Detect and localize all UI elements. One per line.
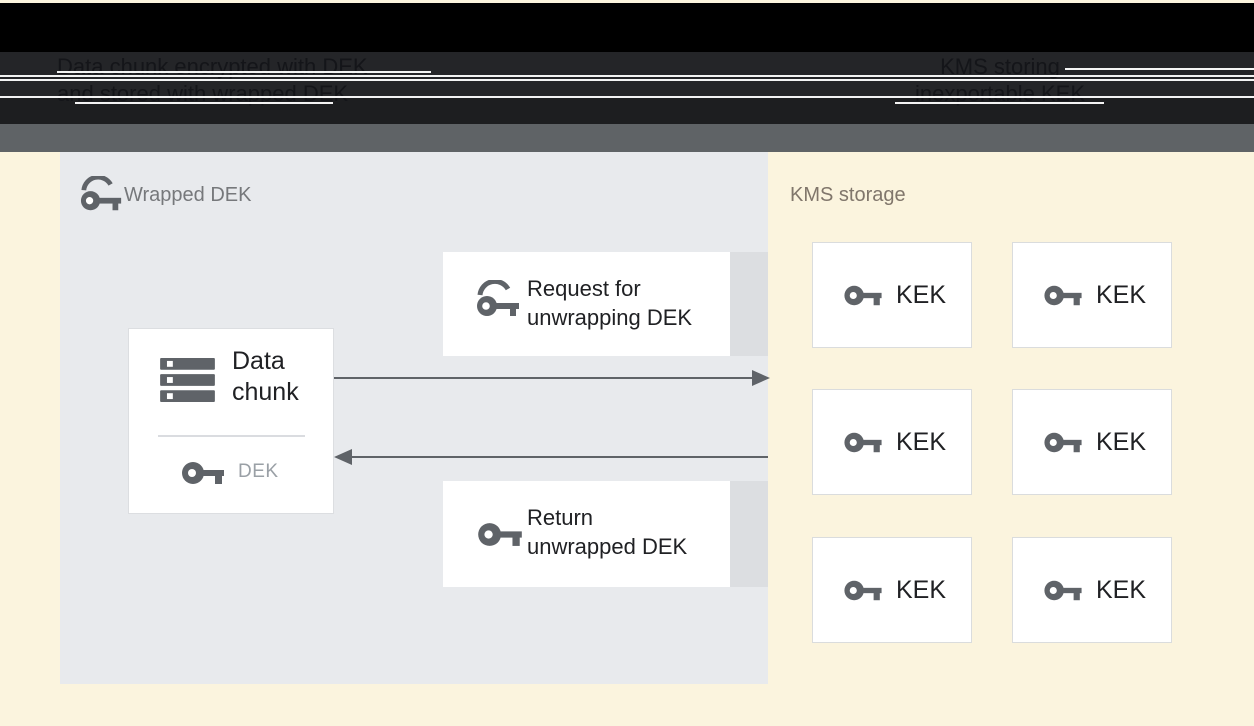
return-arrow-line bbox=[350, 456, 768, 458]
wrapped-dek-title: Wrapped DEK bbox=[124, 184, 252, 206]
divider-line bbox=[0, 75, 1254, 77]
divider-line bbox=[57, 71, 431, 73]
key-icon bbox=[844, 432, 882, 452]
box-shadow-strip bbox=[730, 481, 768, 587]
wrapped-key-icon bbox=[476, 280, 522, 318]
kek-label: KEK bbox=[896, 575, 947, 604]
divider-line bbox=[1065, 68, 1254, 70]
return-arrow-head bbox=[334, 449, 352, 465]
key-icon bbox=[844, 580, 882, 600]
key-icon bbox=[1044, 432, 1082, 452]
key-icon bbox=[182, 462, 224, 484]
header-gray-bar bbox=[0, 124, 1254, 152]
kek-box: KEK bbox=[812, 537, 972, 643]
divider-line bbox=[158, 435, 305, 437]
label-line: Request for bbox=[527, 276, 641, 301]
request-arrow-line bbox=[334, 377, 756, 379]
wrapped-key-icon bbox=[80, 176, 124, 212]
caption-line: and stored with wrapped DEK bbox=[57, 81, 349, 106]
label-line: chunk bbox=[232, 378, 299, 406]
label-line: Return bbox=[527, 505, 594, 530]
key-icon bbox=[478, 523, 522, 546]
key-icon bbox=[844, 285, 882, 305]
kek-label: KEK bbox=[896, 427, 947, 456]
kek-box: KEK bbox=[812, 389, 972, 495]
box-shadow-strip bbox=[730, 252, 768, 356]
server-stack-icon bbox=[160, 358, 215, 402]
request-arrow-head bbox=[752, 370, 770, 386]
label-line: unwrapping DEK bbox=[527, 305, 693, 330]
divider-line bbox=[895, 102, 1104, 104]
return-unwrapped-box: Return unwrapped DEK bbox=[443, 481, 730, 587]
kek-label: KEK bbox=[1096, 280, 1147, 309]
key-icon bbox=[1044, 285, 1082, 305]
caption-wrapped-dek: Data chunk encrypted with DEK and stored… bbox=[57, 53, 368, 107]
kek-box: KEK bbox=[1012, 537, 1172, 643]
kek-box: KEK bbox=[1012, 389, 1172, 495]
kek-box: KEK bbox=[812, 242, 972, 348]
caption-kms: KMS storing inexportable KEK bbox=[880, 53, 1120, 107]
request-unwrap-box: Request for unwrapping DEK bbox=[443, 252, 730, 356]
divider-line bbox=[0, 79, 1254, 81]
key-icon bbox=[1044, 580, 1082, 600]
kek-box: KEK bbox=[1012, 242, 1172, 348]
header-darker-band bbox=[0, 96, 1254, 124]
kms-storage-title: KMS storage bbox=[790, 184, 906, 206]
request-label: Request for unwrapping DEK bbox=[527, 274, 692, 332]
caption-line: inexportable KEK bbox=[915, 81, 1085, 106]
data-chunk-label: Data chunk bbox=[232, 346, 299, 408]
kek-label: KEK bbox=[896, 280, 947, 309]
divider-line bbox=[75, 102, 333, 104]
kek-label: KEK bbox=[1096, 575, 1147, 604]
kek-label: KEK bbox=[1096, 427, 1147, 456]
header-black-band bbox=[0, 3, 1254, 52]
caption-line: KMS storing bbox=[940, 54, 1060, 79]
divider-line bbox=[0, 96, 1254, 98]
top-edge-strip bbox=[0, 0, 1254, 3]
label-line: unwrapped DEK bbox=[527, 534, 688, 559]
data-chunk-box: Data chunk DEK bbox=[128, 328, 334, 514]
caption-line: Data chunk encrypted with DEK bbox=[57, 54, 368, 79]
label-line: Data bbox=[232, 347, 285, 375]
header-dark-band bbox=[0, 52, 1254, 96]
dek-label: DEK bbox=[238, 461, 279, 482]
return-label: Return unwrapped DEK bbox=[527, 503, 687, 561]
